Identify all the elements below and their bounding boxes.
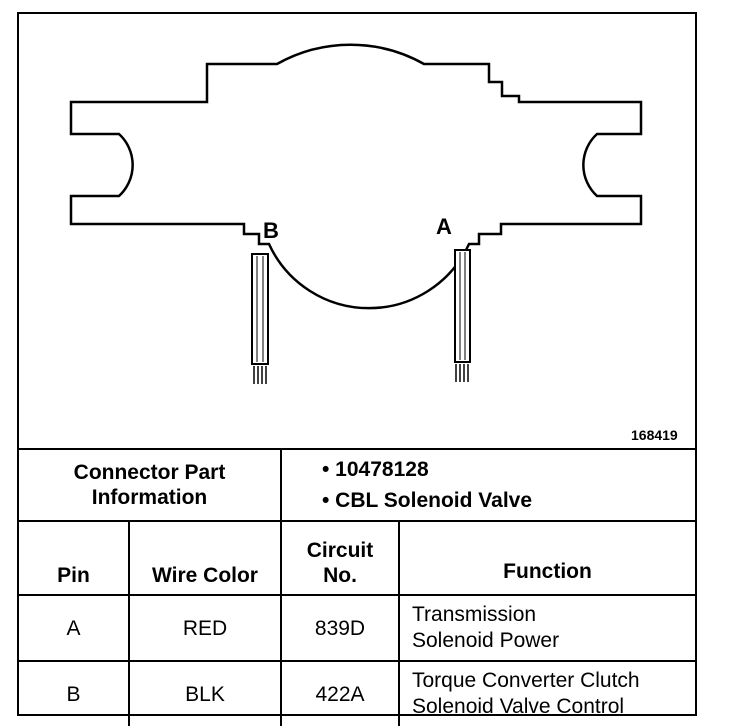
row-b-wire-color: BLK	[128, 660, 282, 726]
connector-info-table: Connector Part Information • 10478128 • …	[19, 448, 695, 726]
part-name: • CBL Solenoid Valve	[322, 489, 533, 512]
pin-a-label: A	[436, 214, 452, 239]
connector-body-outline	[69, 43, 643, 310]
header-function: Function	[398, 520, 695, 596]
part-info-values-cell: • 10478128 • CBL Solenoid Valve	[280, 448, 695, 522]
row-a-function: Transmission Solenoid Power	[398, 594, 695, 662]
connector-diagram-frame: B A 168419 Connector Part Information • …	[17, 12, 697, 726]
figure-number: 168419	[631, 427, 678, 443]
part-info-label-cell: Connector Part Information	[19, 448, 282, 522]
row-b-function-line-1: Torque Converter Clutch	[412, 669, 640, 692]
row-b-function-line-2: Solenoid Valve Control	[412, 695, 625, 718]
table-row: B BLK 422A Torque Converter Clutch Solen…	[19, 660, 695, 726]
header-circuit: Circuit No.	[280, 520, 400, 596]
part-info-row: Connector Part Information • 10478128 • …	[19, 448, 695, 522]
header-circuit-line-1: Circuit	[306, 539, 374, 562]
connector-drawing: B A	[69, 43, 643, 384]
table-header-row: Pin Wire Color Circuit No. Function	[19, 520, 695, 596]
row-b-pin: B	[19, 660, 130, 726]
part-number: • 10478128	[322, 458, 429, 481]
row-a-circuit: 839D	[280, 594, 400, 662]
row-a-pin: A	[19, 594, 130, 662]
pin-b-label: B	[263, 218, 279, 243]
row-a-function-line-2: Solenoid Power	[412, 629, 560, 652]
header-pin: Pin	[19, 520, 130, 596]
header-wire-color: Wire Color	[128, 520, 282, 596]
part-info-label-line-2: Information	[91, 486, 208, 509]
pin-b-lead	[251, 253, 269, 384]
row-b-function: Torque Converter Clutch Solenoid Valve C…	[398, 660, 695, 726]
row-a-wire-color: RED	[128, 594, 282, 662]
row-b-circuit: 422A	[280, 660, 400, 726]
pin-a-lead	[454, 249, 471, 382]
row-a-function-line-1: Transmission	[412, 603, 537, 626]
header-circuit-line-2: No.	[323, 564, 357, 587]
part-info-label-line-1: Connector Part	[73, 461, 226, 484]
table-row: A RED 839D Transmission Solenoid Power	[19, 594, 695, 662]
